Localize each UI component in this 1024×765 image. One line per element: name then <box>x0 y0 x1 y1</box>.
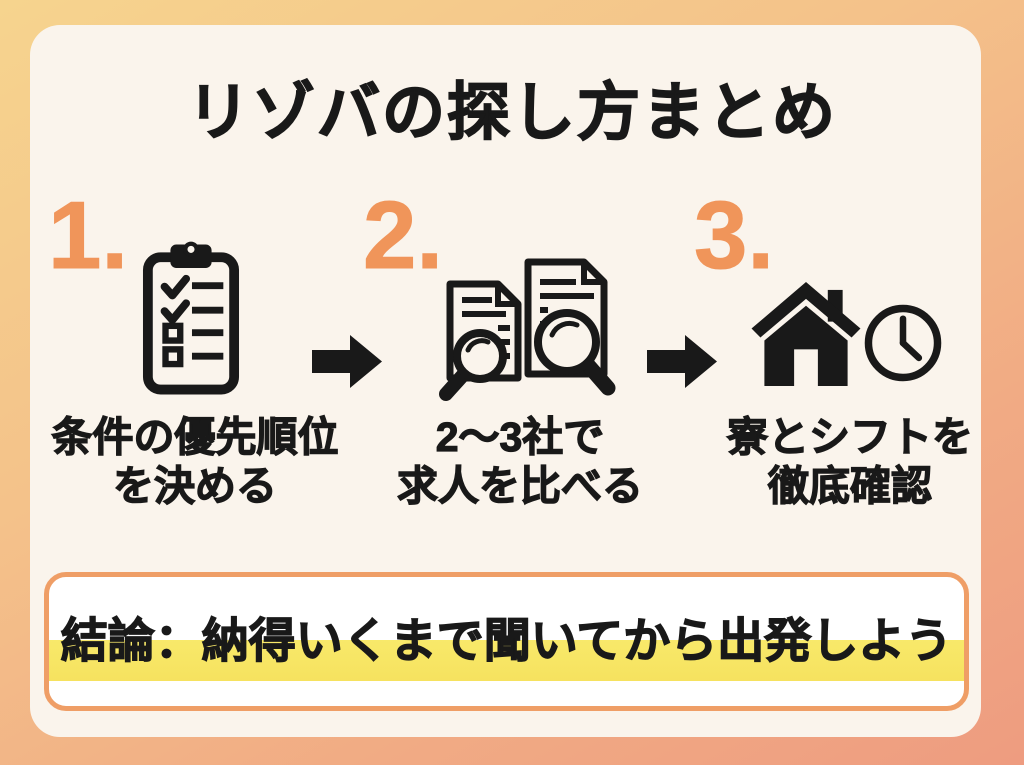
step-2-label-line2: 求人を比べる <box>396 463 643 510</box>
clipboard-checklist-icon <box>142 240 240 402</box>
step-1-label: 条件の優先順位 を決める <box>25 413 365 511</box>
documents-magnifier-icon <box>436 252 618 407</box>
step-3-label-line1: 寮とシフトを <box>726 413 973 460</box>
right-arrow-icon <box>647 333 719 395</box>
step-3-label: 寮とシフトを 徹底確認 <box>680 413 1020 511</box>
step-2-label-line1: 2〜3社で <box>435 413 605 460</box>
step-3-label-line2: 徹底確認 <box>767 463 932 510</box>
house-icon <box>751 282 861 391</box>
step-2-label: 2〜3社で 求人を比べる <box>350 413 690 511</box>
conclusion-box: 結論：納得いくまで聞いてから出発しよう <box>44 572 969 711</box>
clock-icon <box>861 301 945 390</box>
step-3-number: 3. <box>693 182 775 289</box>
step-2-number: 2. <box>362 182 444 289</box>
step-1-number: 1. <box>47 182 129 289</box>
step-1-label-line2: を決める <box>112 463 277 510</box>
conclusion-text: 結論：納得いくまで聞いてから出発しよう <box>48 602 965 681</box>
page-title: リゾバの探し方まとめ <box>186 77 837 149</box>
step-1-label-line1: 条件の優先順位 <box>51 413 339 460</box>
right-arrow-icon <box>312 333 384 395</box>
